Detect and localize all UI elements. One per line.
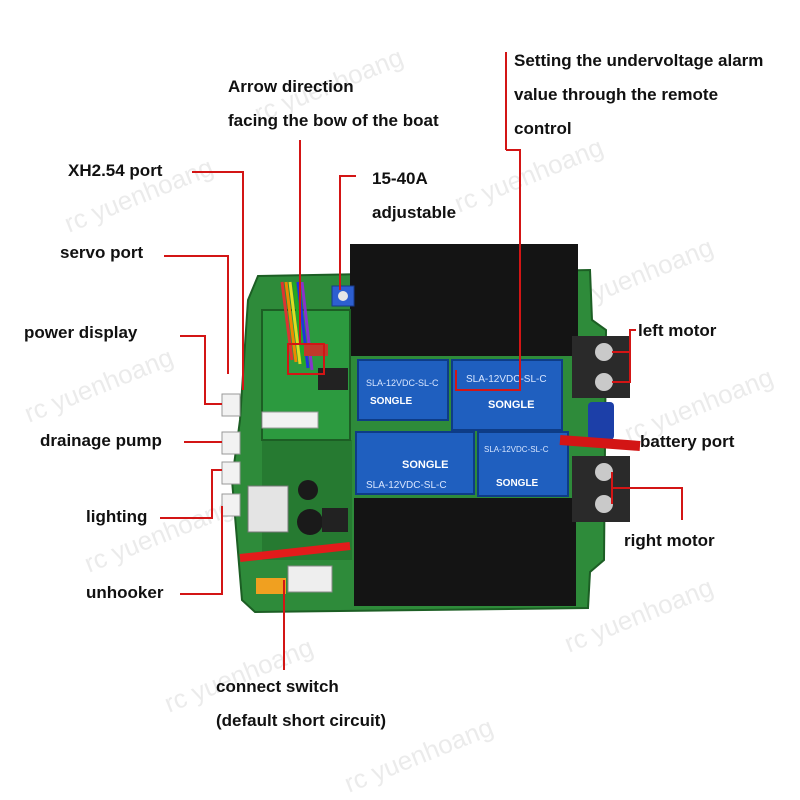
relay-label: SLA-12VDC-SL-C (466, 374, 547, 385)
capacitor (298, 480, 318, 500)
top-heatsink (350, 244, 578, 356)
relay-4: SLA-12VDC-SL-C SONGLE (477, 431, 569, 497)
drainage-pump-label: drainage pump (40, 431, 162, 450)
fuse-holder (256, 578, 286, 594)
capacitor (297, 509, 323, 535)
power-display-connector (221, 393, 241, 417)
relay-label: SLA-12VDC-SL-C (484, 445, 549, 454)
leader-lines (160, 52, 683, 670)
battery-capacitor (588, 402, 614, 440)
dip-switch (304, 344, 328, 356)
lighting-connector (221, 461, 241, 485)
right-motor-label: right motor (624, 531, 715, 550)
power-display-label: power display (24, 323, 138, 342)
servo-port-label: servo port (60, 243, 144, 262)
unhooker-label: unhooker (86, 583, 164, 602)
xh-connector (261, 411, 319, 429)
bottom-heatsink (354, 498, 576, 606)
left-motor-label: left motor (638, 321, 717, 340)
switch-connector (287, 565, 333, 593)
red-wire (239, 542, 351, 562)
relay-1: SLA-12VDC-SL-C SONGLE (357, 359, 449, 421)
connect-switch-label: connect switch (default short circuit) (216, 677, 387, 730)
relay-label: SLA-12VDC-SL-C (366, 480, 447, 491)
relay-brand: SONGLE (488, 399, 534, 411)
relay-brand: SONGLE (370, 396, 413, 407)
inductor (322, 508, 348, 532)
regulator-heatsink (247, 485, 289, 533)
microcontroller-chip (318, 368, 348, 390)
relay-label: SLA-12VDC-SL-C (366, 378, 439, 388)
lighting-label: lighting (86, 507, 148, 526)
undervoltage-label: Setting the undervoltage alarm value thr… (514, 51, 764, 138)
drainage-pump-connector (221, 431, 241, 455)
xh254-port-label: XH2.54 port (68, 161, 163, 180)
battery-wire (559, 435, 641, 451)
relay-brand: SONGLE (402, 459, 448, 471)
relay-3: SONGLE SLA-12VDC-SL-C (355, 431, 475, 495)
relay-brand: SONGLE (496, 478, 539, 489)
unhooker-connector (221, 493, 241, 517)
relay-2: SLA-12VDC-SL-C SONGLE (451, 359, 563, 431)
battery-port-label: battery port (640, 432, 735, 451)
arrow-direction-label: Arrow direction facing the bow of the bo… (228, 77, 439, 130)
current-adjust-label: 15-40A adjustable (372, 169, 457, 222)
left-motor-terminal (572, 336, 630, 398)
